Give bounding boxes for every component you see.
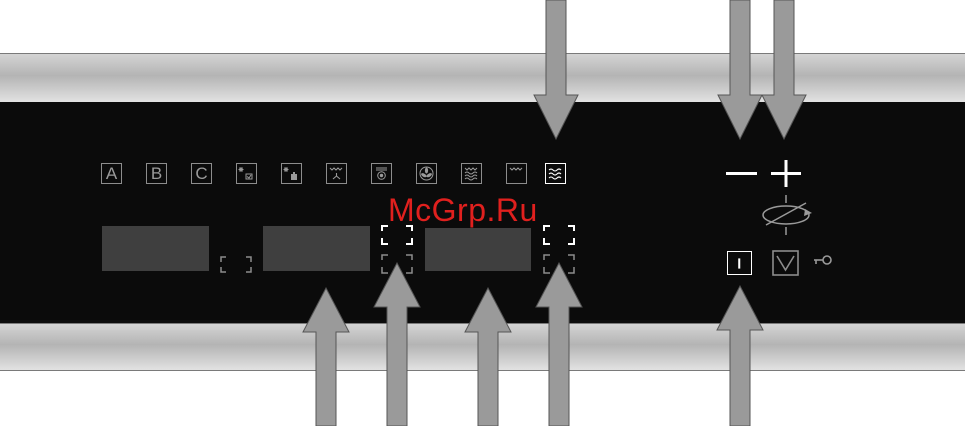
program-b-button[interactable]: B (146, 163, 167, 184)
clock-display (102, 226, 209, 271)
defrost-weight-icon (283, 165, 300, 182)
top-bottom-heat-mode-button[interactable] (461, 163, 482, 184)
power-icon (731, 255, 748, 272)
grill-icon (547, 165, 564, 182)
fan-icon (418, 165, 435, 182)
fan-grill-mode-button[interactable] (326, 163, 347, 184)
top-chrome-trim (0, 53, 965, 103)
defrost-weight-mode-button[interactable] (281, 163, 302, 184)
temperature-display (425, 228, 531, 271)
hot-air-mode-button[interactable] (416, 163, 437, 184)
callout-arrow-power (716, 285, 764, 426)
timer-display (263, 226, 370, 271)
minus-button[interactable] (725, 166, 759, 182)
start-button[interactable] (772, 250, 799, 276)
defrost-mode-button[interactable] (236, 163, 257, 184)
program-a-button[interactable]: A (101, 163, 122, 184)
callout-arrow-grill (533, 0, 579, 140)
callout-arrow-timer-bracket (373, 262, 421, 426)
child-lock-key-icon (812, 253, 834, 267)
watermark-text: McGrp.Ru (388, 192, 538, 229)
top-bottom-heat-icon (463, 165, 480, 182)
power-button[interactable] (727, 251, 752, 275)
plus-button[interactable] (770, 160, 802, 188)
bottom-heat-fan-icon (373, 165, 390, 182)
callout-arrow-temperature-bracket (535, 262, 583, 426)
defrost-icon (238, 165, 255, 182)
temperature-indicator-bracket-top (543, 225, 575, 245)
bottom-heat-icon (508, 165, 525, 182)
bottom-heat-fan-mode-button[interactable] (371, 163, 392, 184)
selector-ring-icon (758, 195, 814, 237)
bottom-heat-mode-button[interactable] (506, 163, 527, 184)
callout-arrow-minus (717, 0, 763, 140)
clock-indicator-bracket (220, 256, 252, 273)
callout-arrow-plus (761, 0, 807, 140)
program-c-button[interactable]: C (191, 163, 212, 184)
callout-arrow-temperature-display (464, 287, 512, 426)
callout-arrow-timer-display (302, 287, 350, 426)
grill-mode-button[interactable] (545, 163, 566, 184)
fan-grill-icon (328, 165, 345, 182)
